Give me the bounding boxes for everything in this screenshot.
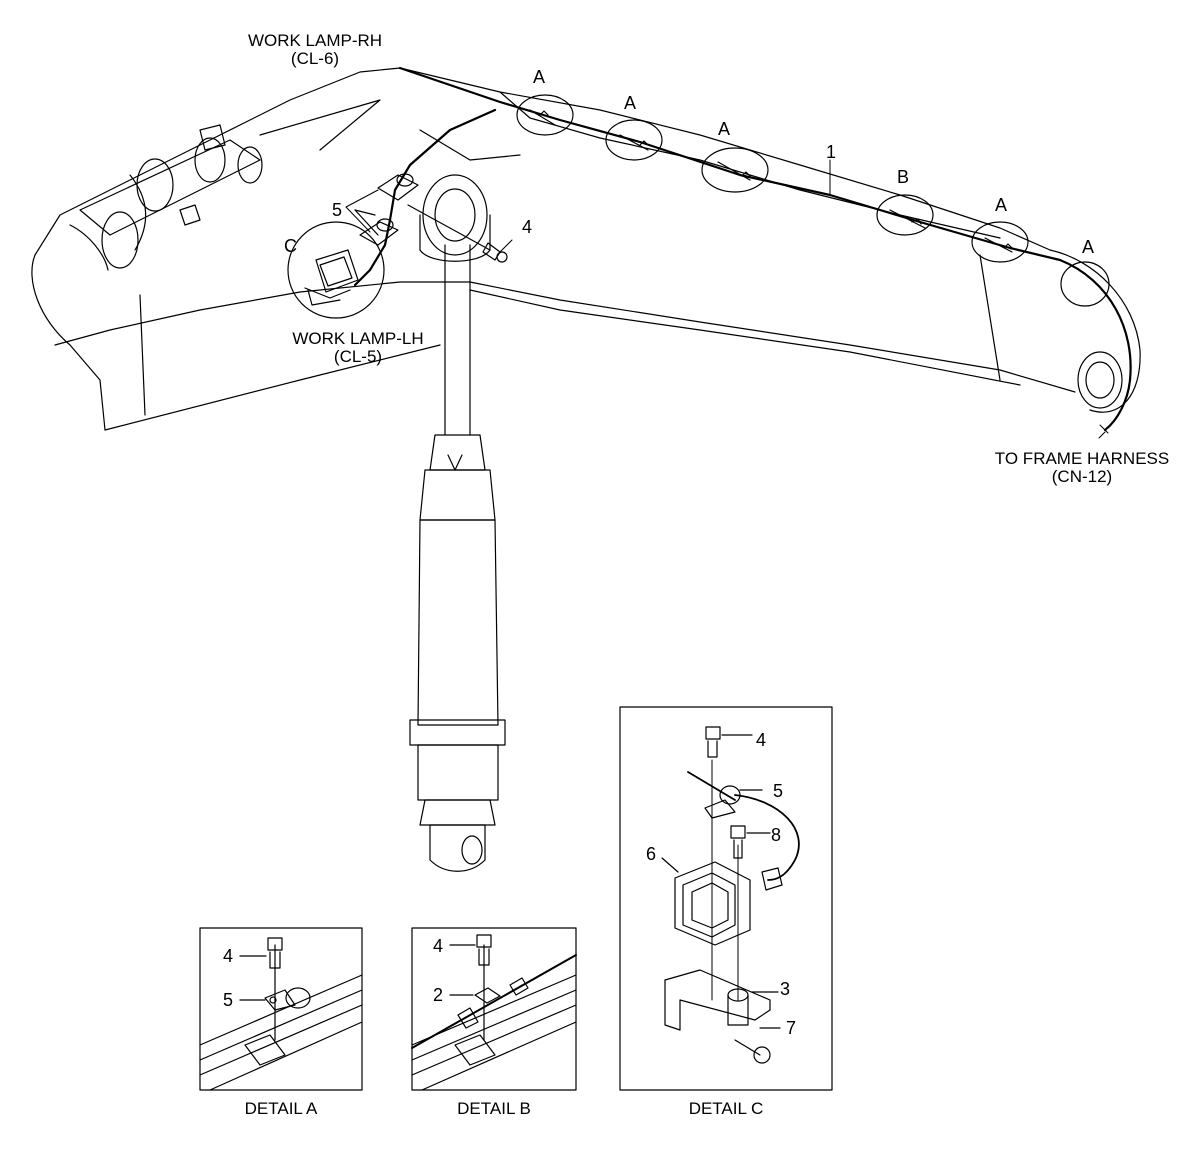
arm-cylinder <box>409 174 506 872</box>
detail-marker-a-2: A <box>624 93 637 113</box>
detail-marker-c: C <box>284 236 297 256</box>
detail-marker-b: B <box>897 167 910 187</box>
work-lamp-lh-label: WORK LAMP-LH (CL-5) <box>268 330 448 366</box>
to-frame-harness-label: TO FRAME HARNESS (CN-12) <box>982 450 1182 486</box>
detail-b-label-clip: 2 <box>433 985 444 1005</box>
work-lamp-lh-code: (CL-5) <box>333 347 383 366</box>
wiring-harness <box>353 66 1132 432</box>
detail-c-drawing <box>619 706 833 1091</box>
detail-c-label-nut-bolt: 7 <box>786 1018 797 1038</box>
lh-clamps <box>354 173 508 263</box>
leader-lines <box>345 159 1109 439</box>
detail-c-label-clamp: 5 <box>773 781 784 801</box>
work-lamp-lh-name: WORK LAMP-LH <box>292 329 424 348</box>
upper-linkage <box>69 124 263 271</box>
part-number-clamp: 5 <box>332 200 343 220</box>
detail-c-label-lamp-bolt: 8 <box>771 825 782 845</box>
part-number-bolt: 4 <box>522 217 533 237</box>
detail-marker-ellipses <box>516 94 1110 307</box>
detail-a-drawing <box>199 927 363 1091</box>
detail-c-label-lamp: 6 <box>646 844 657 864</box>
detail-b-caption: DETAIL B <box>457 1099 531 1118</box>
detail-marker-a-5: A <box>1082 237 1095 257</box>
work-lamp-rh-label: WORK LAMP-RH (CL-6) <box>225 32 405 68</box>
work-lamp-rh-code: (CL-6) <box>290 49 340 68</box>
part-number-harness: 1 <box>826 142 837 162</box>
detail-marker-a-1: A <box>533 67 546 87</box>
detail-a-caption: DETAIL A <box>244 1099 318 1118</box>
detail-a-label-bolt: 4 <box>223 946 234 966</box>
to-frame-harness-code: (CN-12) <box>1051 467 1113 486</box>
work-lamp-rh-name: WORK LAMP-RH <box>247 31 383 50</box>
to-frame-harness-name: TO FRAME HARNESS <box>994 449 1170 468</box>
detail-c-label-bolt: 4 <box>756 730 767 750</box>
detail-b-drawing <box>411 927 577 1091</box>
detail-marker-a-4: A <box>995 195 1008 215</box>
detail-c-bubble <box>287 221 385 319</box>
detail-a-label-clamp: 5 <box>223 990 234 1010</box>
detail-c-label-bracket: 3 <box>780 979 791 999</box>
detail-c-caption: DETAIL C <box>688 1099 764 1118</box>
detail-marker-a-3: A <box>718 119 731 139</box>
detail-b-label-bolt: 4 <box>433 936 444 956</box>
